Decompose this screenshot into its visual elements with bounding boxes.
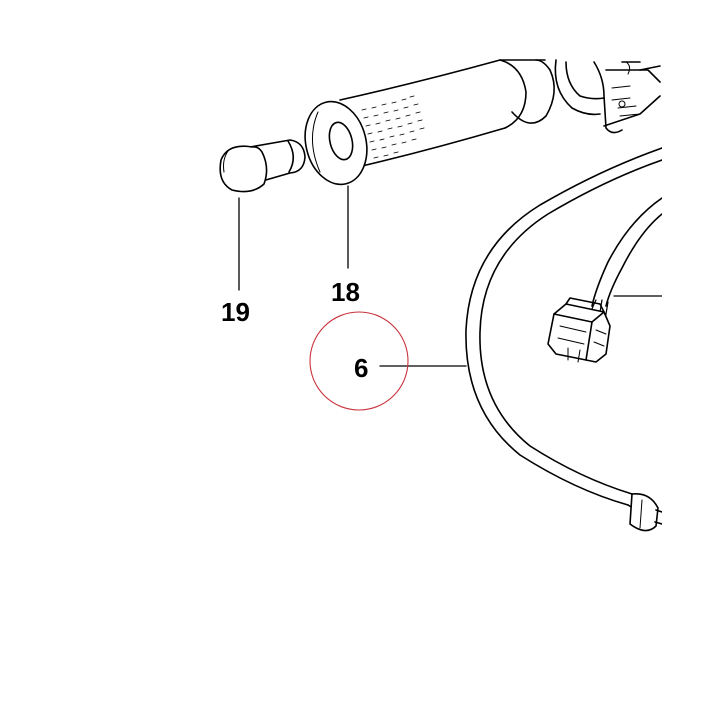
part-number-6: 6 — [354, 353, 369, 383]
wiring-harness — [465, 147, 662, 532]
leader-lines — [238, 185, 662, 367]
part-number-19: 19 — [221, 297, 250, 327]
switch-housing — [554, 59, 661, 134]
part-number-18: 18 — [331, 277, 360, 307]
grip-texture — [361, 95, 425, 159]
bar-end-cap — [219, 139, 306, 193]
highlight-circle — [309, 311, 409, 411]
handlebar-grip — [304, 59, 555, 186]
